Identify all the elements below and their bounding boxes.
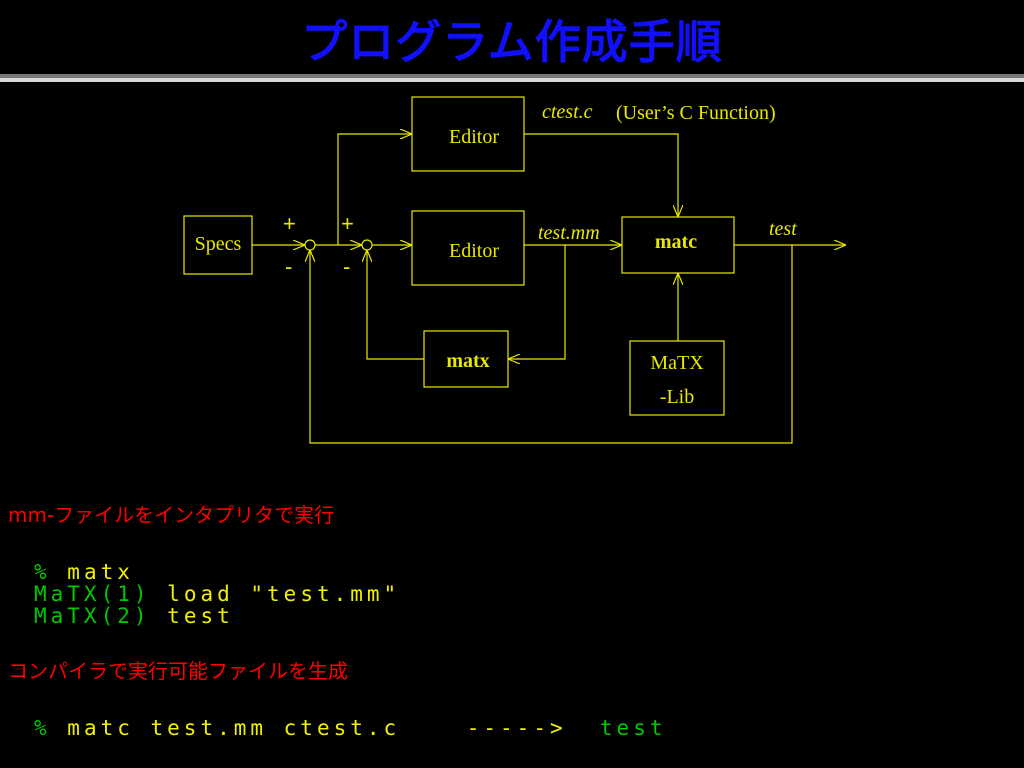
matx-lib-label-line1: MaTX — [650, 352, 704, 374]
plus-sign-junction2: + — [341, 211, 354, 236]
matc-label: matc — [655, 231, 697, 253]
output-executable: test — [599, 716, 667, 740]
program-flow-diagram: Specs Editor Editor matc matx MaTX -Lib … — [183, 96, 846, 444]
terminal-line-load: MaTX(1) load "test.mm" — [34, 583, 400, 605]
shell-prompt: % — [34, 560, 68, 584]
minus-sign-junction1: - — [285, 254, 292, 279]
result-arrow: -----> — [466, 716, 567, 740]
arrow-testmm-to-matx — [508, 245, 566, 359]
terminal-line-matx: % matx — [34, 561, 134, 583]
arrow-editor-top-to-matc — [524, 133, 678, 217]
matx-prompt-2: MaTX(2) — [34, 604, 151, 628]
matx-lib-label-line2: -Lib — [660, 386, 694, 408]
matx-lib-box — [629, 340, 725, 416]
specs-label: Specs — [195, 233, 242, 255]
shell-prompt: % — [34, 716, 68, 740]
page-title: プログラム作成手順 — [301, 15, 723, 69]
user-function-label: (User’s C Function) — [616, 102, 776, 124]
command-text: matx — [67, 560, 134, 584]
terminal-line-matc: % matc test.mm ctest.c -----> test — [34, 717, 666, 739]
ctest-label: ctest.c — [542, 101, 593, 123]
summing-junction-inner — [361, 239, 373, 251]
editor-top-label: Editor — [449, 126, 499, 148]
summing-junction-outer — [304, 239, 316, 251]
plus-sign-junction1: + — [283, 211, 296, 236]
matx-prompt-1: MaTX(1) — [34, 582, 151, 606]
command-text: matc test.mm ctest.c — [67, 716, 401, 740]
compiler-section-heading: コンパイラで実行可能ファイルを生成 — [8, 659, 348, 683]
matx-label: matx — [446, 350, 489, 372]
arrow-branch-to-editor-top — [337, 134, 412, 245]
title-underline-dark — [0, 74, 1024, 78]
arrow-matx-feedback — [367, 250, 424, 360]
command-text: test — [167, 604, 234, 628]
editor-mid-box — [411, 210, 525, 286]
minus-sign-junction2: - — [343, 254, 350, 279]
command-text: load "test.mm" — [167, 582, 401, 606]
title-underline-light — [0, 78, 1024, 82]
editor-mid-label: Editor — [449, 240, 499, 262]
interpreter-section-heading: mm-ファイルをインタプリタで実行 — [8, 503, 335, 527]
test-output-label: test — [769, 218, 797, 240]
terminal-line-test: MaTX(2) test — [34, 605, 234, 627]
testmm-label: test.mm — [538, 222, 600, 244]
arrow-outer-feedback — [310, 245, 793, 444]
